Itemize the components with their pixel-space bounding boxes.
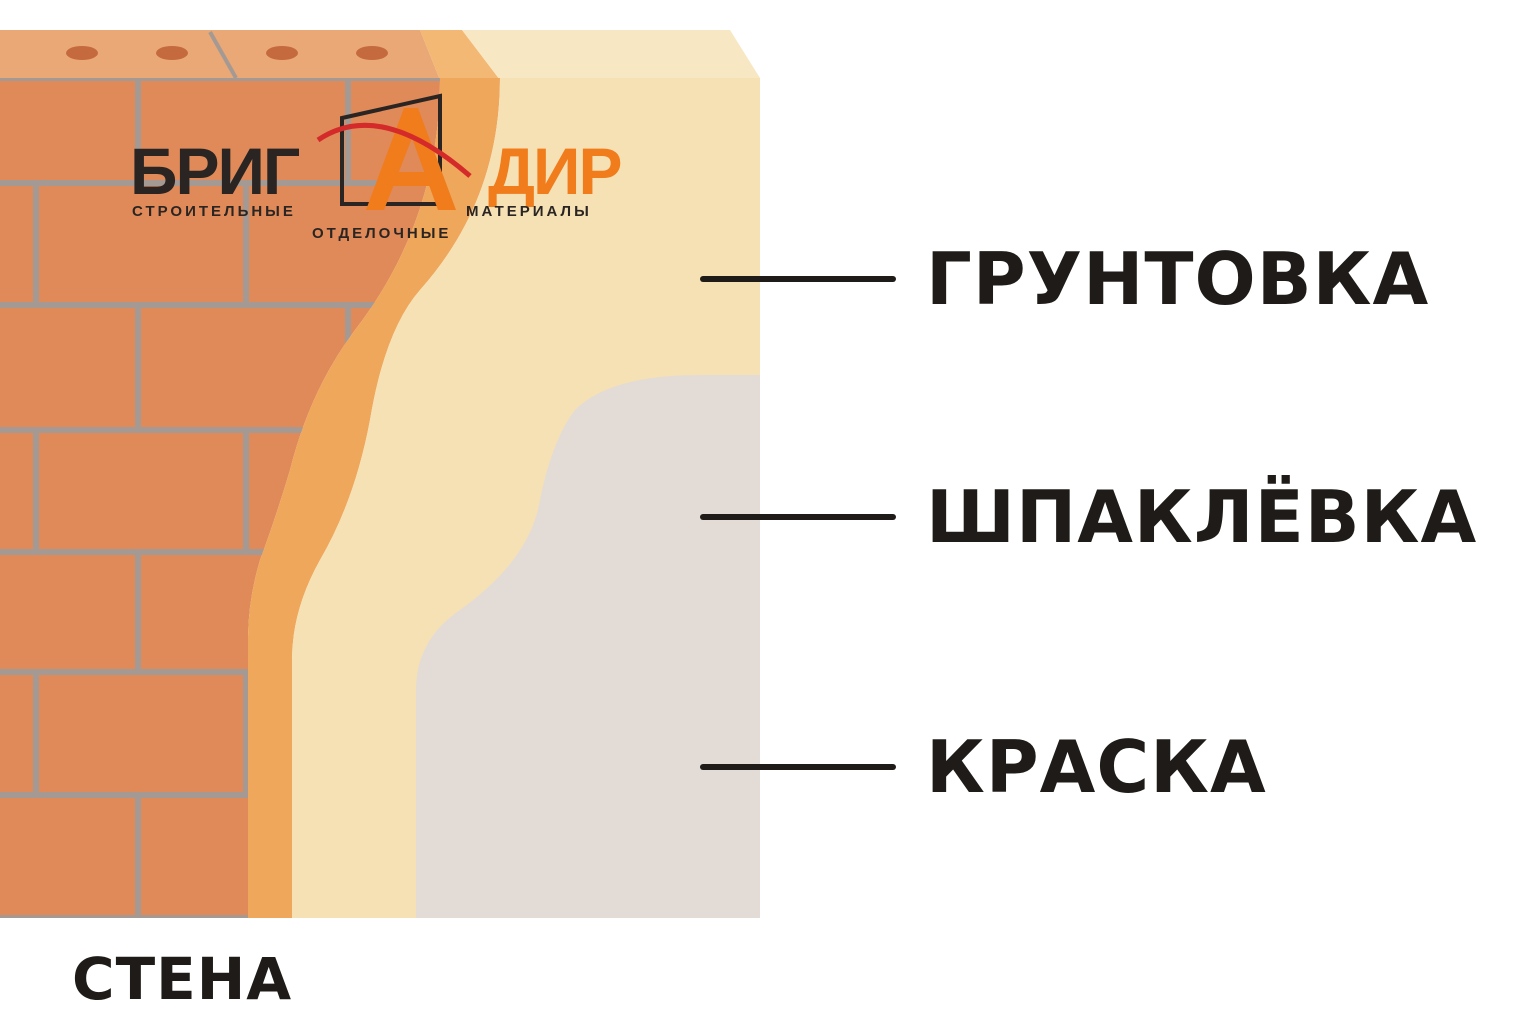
logo-mark [316, 93, 472, 210]
label-paint: КРАСКА [926, 725, 1267, 809]
label-primer: ГРУНТОВКА [926, 237, 1430, 321]
logo-subtitle-materials: МАТЕРИАЛЫ [466, 203, 592, 220]
logo-word-right: ДИР [488, 134, 622, 208]
brick-top-face [0, 30, 440, 80]
logo-word-left: БРИГ [130, 134, 300, 208]
label-putty: ШПАКЛЁВКА [926, 475, 1478, 559]
putty-top-face [462, 30, 760, 80]
brick-holes [66, 46, 388, 60]
primer-top-face [420, 30, 500, 80]
label-wall: СТЕНА [72, 945, 293, 1013]
paint-layer [416, 375, 760, 918]
brick-wall [0, 78, 440, 918]
logo-subtitle-construction: СТРОИТЕЛЬНЫЕ [132, 203, 296, 220]
logo-subtitle-finishing: ОТДЕЛОЧНЫЕ [312, 225, 452, 242]
primer-layer [248, 78, 500, 918]
